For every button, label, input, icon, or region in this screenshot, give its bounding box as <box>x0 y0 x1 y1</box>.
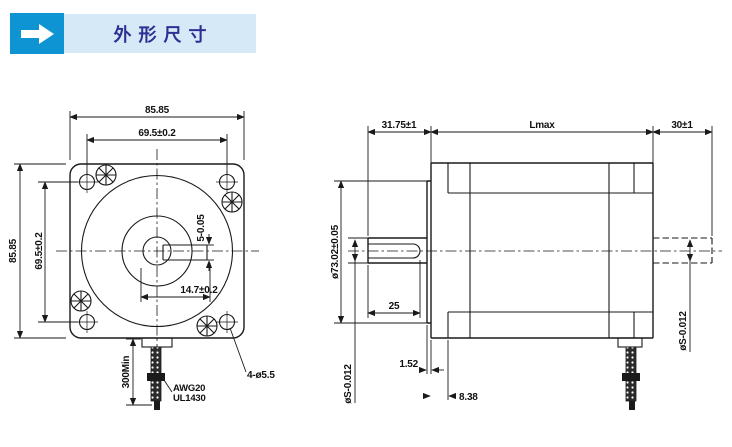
right-arrow-icon <box>21 23 54 44</box>
mount-hole-icon <box>216 311 238 333</box>
wire-gauge-label: AWG20 <box>173 383 205 394</box>
section-header: 外形尺寸 <box>0 0 732 60</box>
rear-shaft-optional <box>653 237 713 264</box>
dim-flat-length: 25 <box>389 301 400 312</box>
dim-front-shaft-diameter: øS-0.012 <box>343 364 354 404</box>
dim-pilot-protrusion: 1.52 <box>399 359 418 370</box>
assembly-screws <box>70 164 243 337</box>
arrow-icon-box <box>10 13 64 54</box>
mount-holes-label: 4-ø5.5 <box>247 370 275 381</box>
page-title: 外形尺寸 <box>113 24 214 45</box>
front-view: 85.85 69.5±0.2 85.85 69.5±0.2 <box>8 105 276 410</box>
side-view: 31.75±1 Lmax 30±1 ø73.02±0.05 øS-0.012 <box>330 120 722 410</box>
wire-type-label: UL1430 <box>173 393 206 404</box>
dim-flat-offset: 14.7±0.2 <box>180 285 218 296</box>
title-bar: 外形尺寸 <box>64 14 256 53</box>
mount-hole-icon <box>76 311 98 333</box>
front-shaft <box>367 237 427 264</box>
side-lead-wire <box>617 337 643 410</box>
dim-lead-length: 300Min <box>121 356 132 389</box>
side-dimensions: 31.75±1 Lmax 30±1 ø73.02±0.05 øS-0.012 <box>330 120 713 404</box>
screw-head-icon <box>196 315 218 337</box>
screw-head-icon <box>95 164 117 186</box>
dim-flange-height: 85.85 <box>8 238 19 263</box>
front-lead-wire <box>141 337 173 410</box>
screw-head-icon <box>221 191 243 213</box>
dim-hole-spacing-v: 69.5±0.2 <box>34 232 45 270</box>
dim-flange-width: 85.85 <box>145 105 170 116</box>
side-outline <box>426 162 654 339</box>
dim-front-shaft-length: 31.75±1 <box>382 120 417 131</box>
dim-rear-shaft-diameter: øS-0.012 <box>678 311 689 351</box>
front-centerlines <box>56 149 259 357</box>
dim-pilot-diameter: ø73.02±0.05 <box>330 224 341 279</box>
dim-hole-spacing-h: 69.5±0.2 <box>138 128 176 139</box>
screw-head-icon <box>70 290 92 312</box>
dim-flange-thickness: 8.38 <box>459 392 478 403</box>
dim-keyway-width: 5-0.05 <box>196 214 207 242</box>
front-dimensions: 85.85 69.5±0.2 85.85 69.5±0.2 <box>8 105 276 406</box>
dim-body-length: Lmax <box>529 120 555 131</box>
dim-rear-shaft-length: 30±1 <box>671 120 693 131</box>
